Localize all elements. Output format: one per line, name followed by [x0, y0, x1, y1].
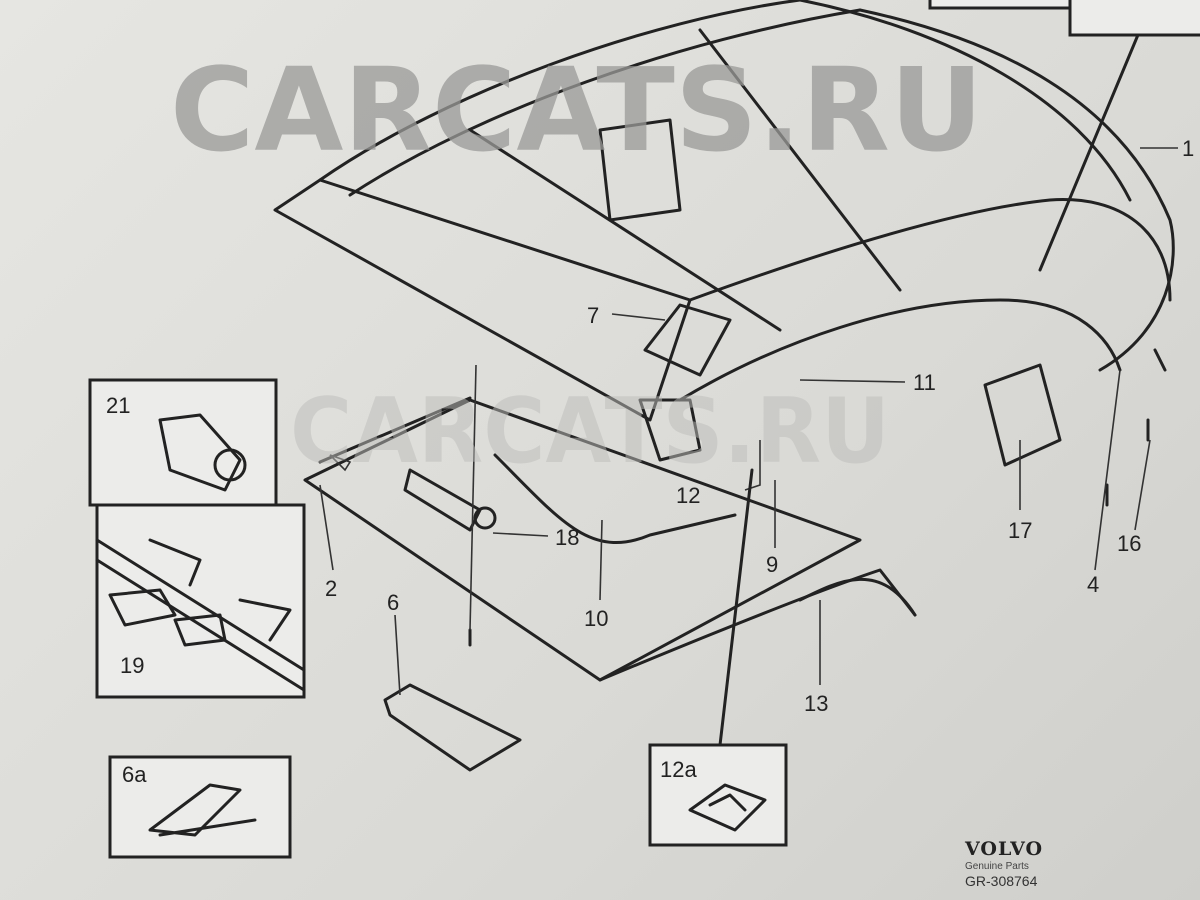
callout-11: 11 [913, 370, 936, 395]
headliner-panel [303, 396, 917, 682]
callout-4: 4 [1087, 572, 1099, 597]
watermark-primary: CARCATS.RU [170, 44, 983, 178]
inset-19 [95, 503, 306, 699]
inset-6a [108, 755, 292, 859]
callout-6a: 6a [122, 762, 147, 787]
part-13-wire [798, 577, 917, 617]
inset-12a [648, 743, 788, 847]
callout-9: 9 [766, 552, 778, 577]
watermark-secondary: CARCATS.RU [290, 379, 890, 484]
clip-16-icon [1153, 348, 1167, 372]
callout-13: 13 [804, 691, 828, 716]
callout-7: 7 [587, 303, 599, 328]
volvo-footer: VOLVO Genuine Parts GR-308764 [965, 838, 1043, 890]
callout-19: 19 [120, 653, 144, 678]
callout-12: 12 [676, 483, 700, 508]
callout-6: 6 [387, 590, 399, 615]
inset-top [928, 0, 1072, 10]
callout-1: 1 [1182, 136, 1194, 161]
callout-17: 17 [1008, 518, 1032, 543]
inset-21 [88, 378, 278, 507]
brand-subtitle: Genuine Parts [965, 861, 1029, 872]
callout-12a: 12a [660, 757, 697, 782]
callout-2: 2 [325, 576, 337, 601]
callout-18: 18 [555, 525, 579, 550]
roof-frame [273, 0, 1175, 467]
part-6-tray [383, 683, 522, 772]
leader-lines [319, 28, 1178, 747]
brand-logo: VOLVO [965, 838, 1044, 860]
callout-16: 16 [1117, 531, 1141, 556]
diagram-code: GR-308764 [965, 873, 1038, 889]
part-10-cable [493, 453, 737, 545]
callout-10: 10 [584, 606, 608, 631]
callout-21: 21 [106, 393, 130, 418]
inset-top-right [1068, 0, 1200, 37]
part-7-pad [643, 303, 732, 377]
part-18-motor [403, 468, 497, 532]
